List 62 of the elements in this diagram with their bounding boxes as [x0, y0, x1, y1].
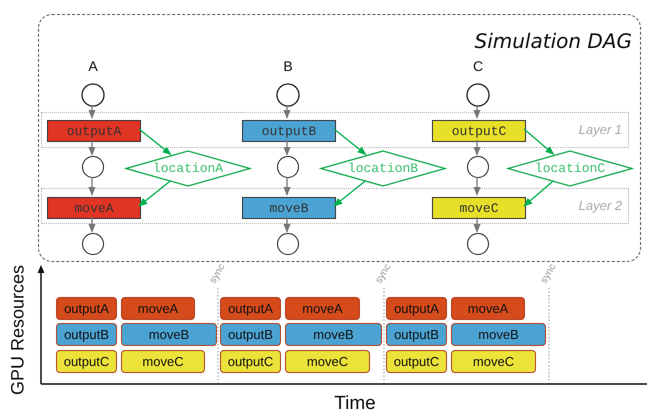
- data-diamond: locationB: [321, 151, 445, 186]
- arrow: [473, 140, 481, 156]
- layer-band: [41, 112, 629, 148]
- task-block: moveC: [121, 350, 205, 373]
- task-box: outputB: [242, 120, 336, 142]
- group-label: Simulation DAG: [474, 29, 632, 53]
- task-block: outputB: [386, 323, 447, 346]
- state-circle: [82, 156, 104, 178]
- arrow: [473, 217, 481, 233]
- state-circle: [277, 233, 299, 255]
- state-circle: [82, 233, 104, 255]
- arrow: [283, 217, 291, 233]
- arrow: [88, 140, 96, 156]
- arrow: [333, 180, 366, 207]
- task-box: moveC: [432, 197, 526, 219]
- state-circle: [467, 156, 489, 178]
- arrow: [473, 105, 481, 119]
- task-block: outputB: [220, 323, 281, 346]
- arrow: [524, 128, 554, 155]
- arrow: [138, 180, 172, 207]
- task-block: outputC: [386, 350, 447, 373]
- group-container: [38, 14, 641, 262]
- column-label: C: [472, 58, 484, 74]
- task-block: moveC: [285, 350, 370, 373]
- task-block: moveA: [121, 297, 195, 320]
- task-block: moveA: [451, 297, 525, 320]
- arrow: [88, 177, 96, 196]
- state-circle: [467, 233, 489, 255]
- layer-band: [41, 188, 629, 224]
- arrow: [88, 105, 96, 119]
- task-box: outputA: [47, 120, 141, 142]
- arrow: [283, 140, 291, 156]
- layer-label: Layer 2: [578, 198, 622, 213]
- column-label: A: [87, 58, 99, 74]
- task-block: moveB: [121, 323, 217, 346]
- task-block: outputC: [56, 350, 117, 373]
- task-box: moveB: [242, 197, 336, 219]
- arrow: [334, 128, 367, 156]
- task-block: outputB: [56, 323, 117, 346]
- arrow: [283, 177, 291, 196]
- axis-title: GPU Resources: [8, 264, 28, 396]
- task-block: moveA: [285, 297, 360, 320]
- data-diamond: locationA: [126, 151, 250, 186]
- data-diamond: locationC: [508, 151, 632, 186]
- task-block: moveB: [451, 323, 546, 346]
- task-box: moveA: [47, 197, 141, 219]
- task-block: moveC: [451, 350, 536, 373]
- axis-title: Time: [334, 393, 376, 413]
- task-block: outputA: [386, 297, 447, 320]
- arrow: [523, 180, 554, 207]
- task-block: moveB: [285, 323, 382, 346]
- task-box: outputC: [432, 120, 526, 142]
- arrow: [473, 177, 481, 196]
- task-block: outputC: [220, 350, 281, 373]
- arrow: [88, 217, 96, 233]
- task-block: outputA: [220, 297, 281, 320]
- column-label: B: [282, 58, 294, 74]
- task-block: outputA: [56, 297, 117, 320]
- arrow: [138, 128, 172, 156]
- layer-label: Layer 1: [578, 122, 622, 137]
- arrow: [283, 105, 291, 119]
- state-circle: [277, 156, 299, 178]
